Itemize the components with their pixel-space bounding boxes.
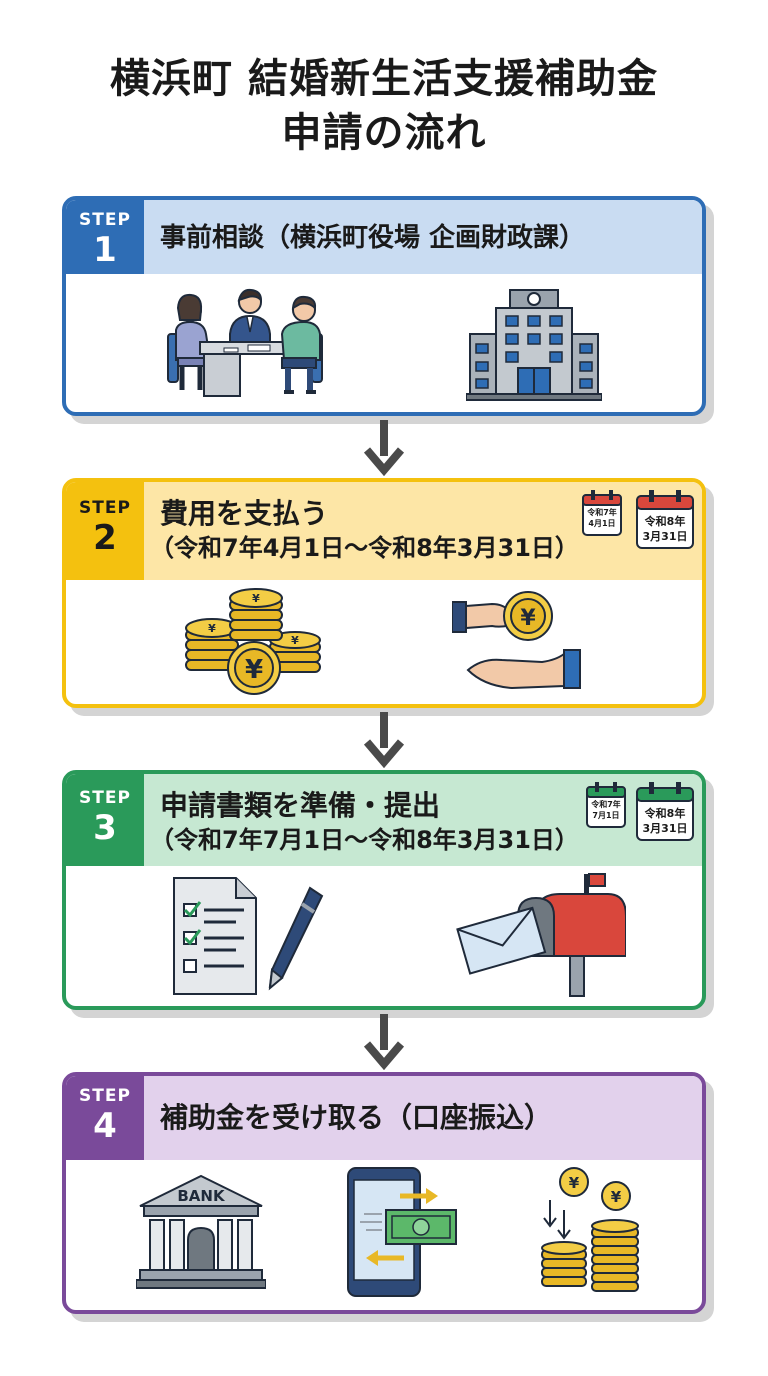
calendar-end-line2-step3: 3月31日 — [642, 822, 688, 835]
step-4-body: BANK — [66, 1160, 702, 1310]
consultation-meeting-icon — [167, 288, 323, 397]
step-3-label: STEP — [79, 788, 131, 808]
step-1-title: 事前相談（横浜町役場 企画財政課） — [160, 223, 586, 253]
step-2-body: ¥ ¥ ¥ ¥ ¥ — [66, 580, 702, 704]
step-2-label: STEP — [79, 498, 131, 518]
yen-symbol-left: ¥ — [208, 622, 216, 635]
step-4-label: STEP — [79, 1086, 131, 1106]
step-1-body — [66, 274, 702, 412]
step-1-badge: STEP 1 — [66, 200, 144, 274]
calendar-start-line2: 4月1日 — [588, 519, 616, 528]
step-4-number: 4 — [93, 1106, 117, 1146]
bank-building-icon: BANK — [136, 1174, 266, 1289]
bank-sign-text: BANK — [177, 1187, 226, 1205]
step-2-header: STEP 2 費用を支払う （令和7年4月1日〜令和8年3月31日） 令和7年 … — [66, 482, 702, 580]
step-2-number: 2 — [93, 518, 117, 558]
step-3-badge: STEP 3 — [66, 774, 144, 866]
checklist-document-icon — [173, 877, 324, 995]
mobile-transfer-icon — [347, 1167, 457, 1297]
calendar-end-line1-step3: 令和8年 — [644, 807, 686, 820]
flow-arrow-1 — [363, 420, 405, 476]
calendar-end-line1: 令和8年 — [644, 515, 686, 528]
hand-payment-icon: ¥ — [452, 591, 581, 690]
title-line-2: 申請の流れ — [281, 110, 487, 156]
town-hall-building-icon — [466, 289, 602, 401]
step-1-card: STEP 1 事前相談（横浜町役場 企画財政課） — [62, 196, 706, 416]
step-3-title: 申請書類を準備・提出 — [160, 789, 441, 822]
calendar-start-line2-step3: 7月1日 — [592, 811, 620, 820]
step-3-period: （令和7年7月1日〜令和8年3月31日） — [150, 826, 579, 854]
calendar-start-icon: 令和7年 4月1日 — [582, 490, 622, 536]
step-4-header: STEP 4 補助金を受け取る（口座振込） — [66, 1076, 702, 1160]
yen-symbol-coin-1: ¥ — [569, 1174, 580, 1192]
step-3-header: STEP 3 申請書類を準備・提出 （令和7年7月1日〜令和8年3月31日） 令… — [66, 774, 702, 866]
step-3-number: 3 — [93, 808, 117, 848]
step-1-label: STEP — [79, 210, 131, 230]
step-2-period: （令和7年4月1日〜令和8年3月31日） — [150, 534, 579, 562]
yen-symbol-right: ¥ — [291, 634, 299, 647]
step-2-card: STEP 2 費用を支払う （令和7年4月1日〜令和8年3月31日） 令和7年 … — [62, 478, 706, 708]
step-3-card: STEP 3 申請書類を準備・提出 （令和7年7月1日〜令和8年3月31日） 令… — [62, 770, 706, 1010]
yen-coins-icon: ¥ ¥ ¥ ¥ — [185, 588, 321, 695]
yen-symbol-back: ¥ — [252, 592, 260, 605]
calendar-start-icon-step3: 令和7年 7月1日 — [586, 782, 626, 828]
yen-symbol-coin-2: ¥ — [611, 1188, 622, 1206]
calendar-end-line2: 3月31日 — [642, 530, 688, 543]
step-3-body — [66, 866, 702, 1006]
yen-symbol-front: ¥ — [245, 655, 263, 685]
step-2-title: 費用を支払う — [160, 497, 329, 530]
calendar-end-icon-step3: 令和8年 3月31日 — [636, 782, 694, 842]
step-1-header: STEP 1 事前相談（横浜町役場 企画財政課） — [66, 200, 702, 274]
calendar-start-line1-step3: 令和7年 — [591, 800, 621, 809]
flow-arrow-3 — [363, 1014, 405, 1070]
step-4-title: 補助金を受け取る（口座振込） — [160, 1101, 553, 1134]
flow-arrow-2 — [363, 712, 405, 768]
step-1-number: 1 — [93, 230, 117, 270]
title-line-1: 横浜町 結婚新生活支援補助金 — [110, 56, 658, 102]
calendar-start-line1: 令和7年 — [587, 508, 617, 517]
coin-deposit-icon: ¥ ¥ — [541, 1167, 639, 1292]
step-4-badge: STEP 4 — [66, 1076, 144, 1160]
page-title: 横浜町 結婚新生活支援補助金 申請の流れ — [0, 52, 768, 160]
step-4-card: STEP 4 補助金を受け取る（口座振込） BANK — [62, 1072, 706, 1314]
step-2-badge: STEP 2 — [66, 482, 144, 580]
yen-symbol-hand-coin: ¥ — [520, 606, 536, 631]
calendar-end-icon: 令和8年 3月31日 — [636, 490, 694, 550]
mailbox-envelope-icon — [456, 873, 626, 997]
